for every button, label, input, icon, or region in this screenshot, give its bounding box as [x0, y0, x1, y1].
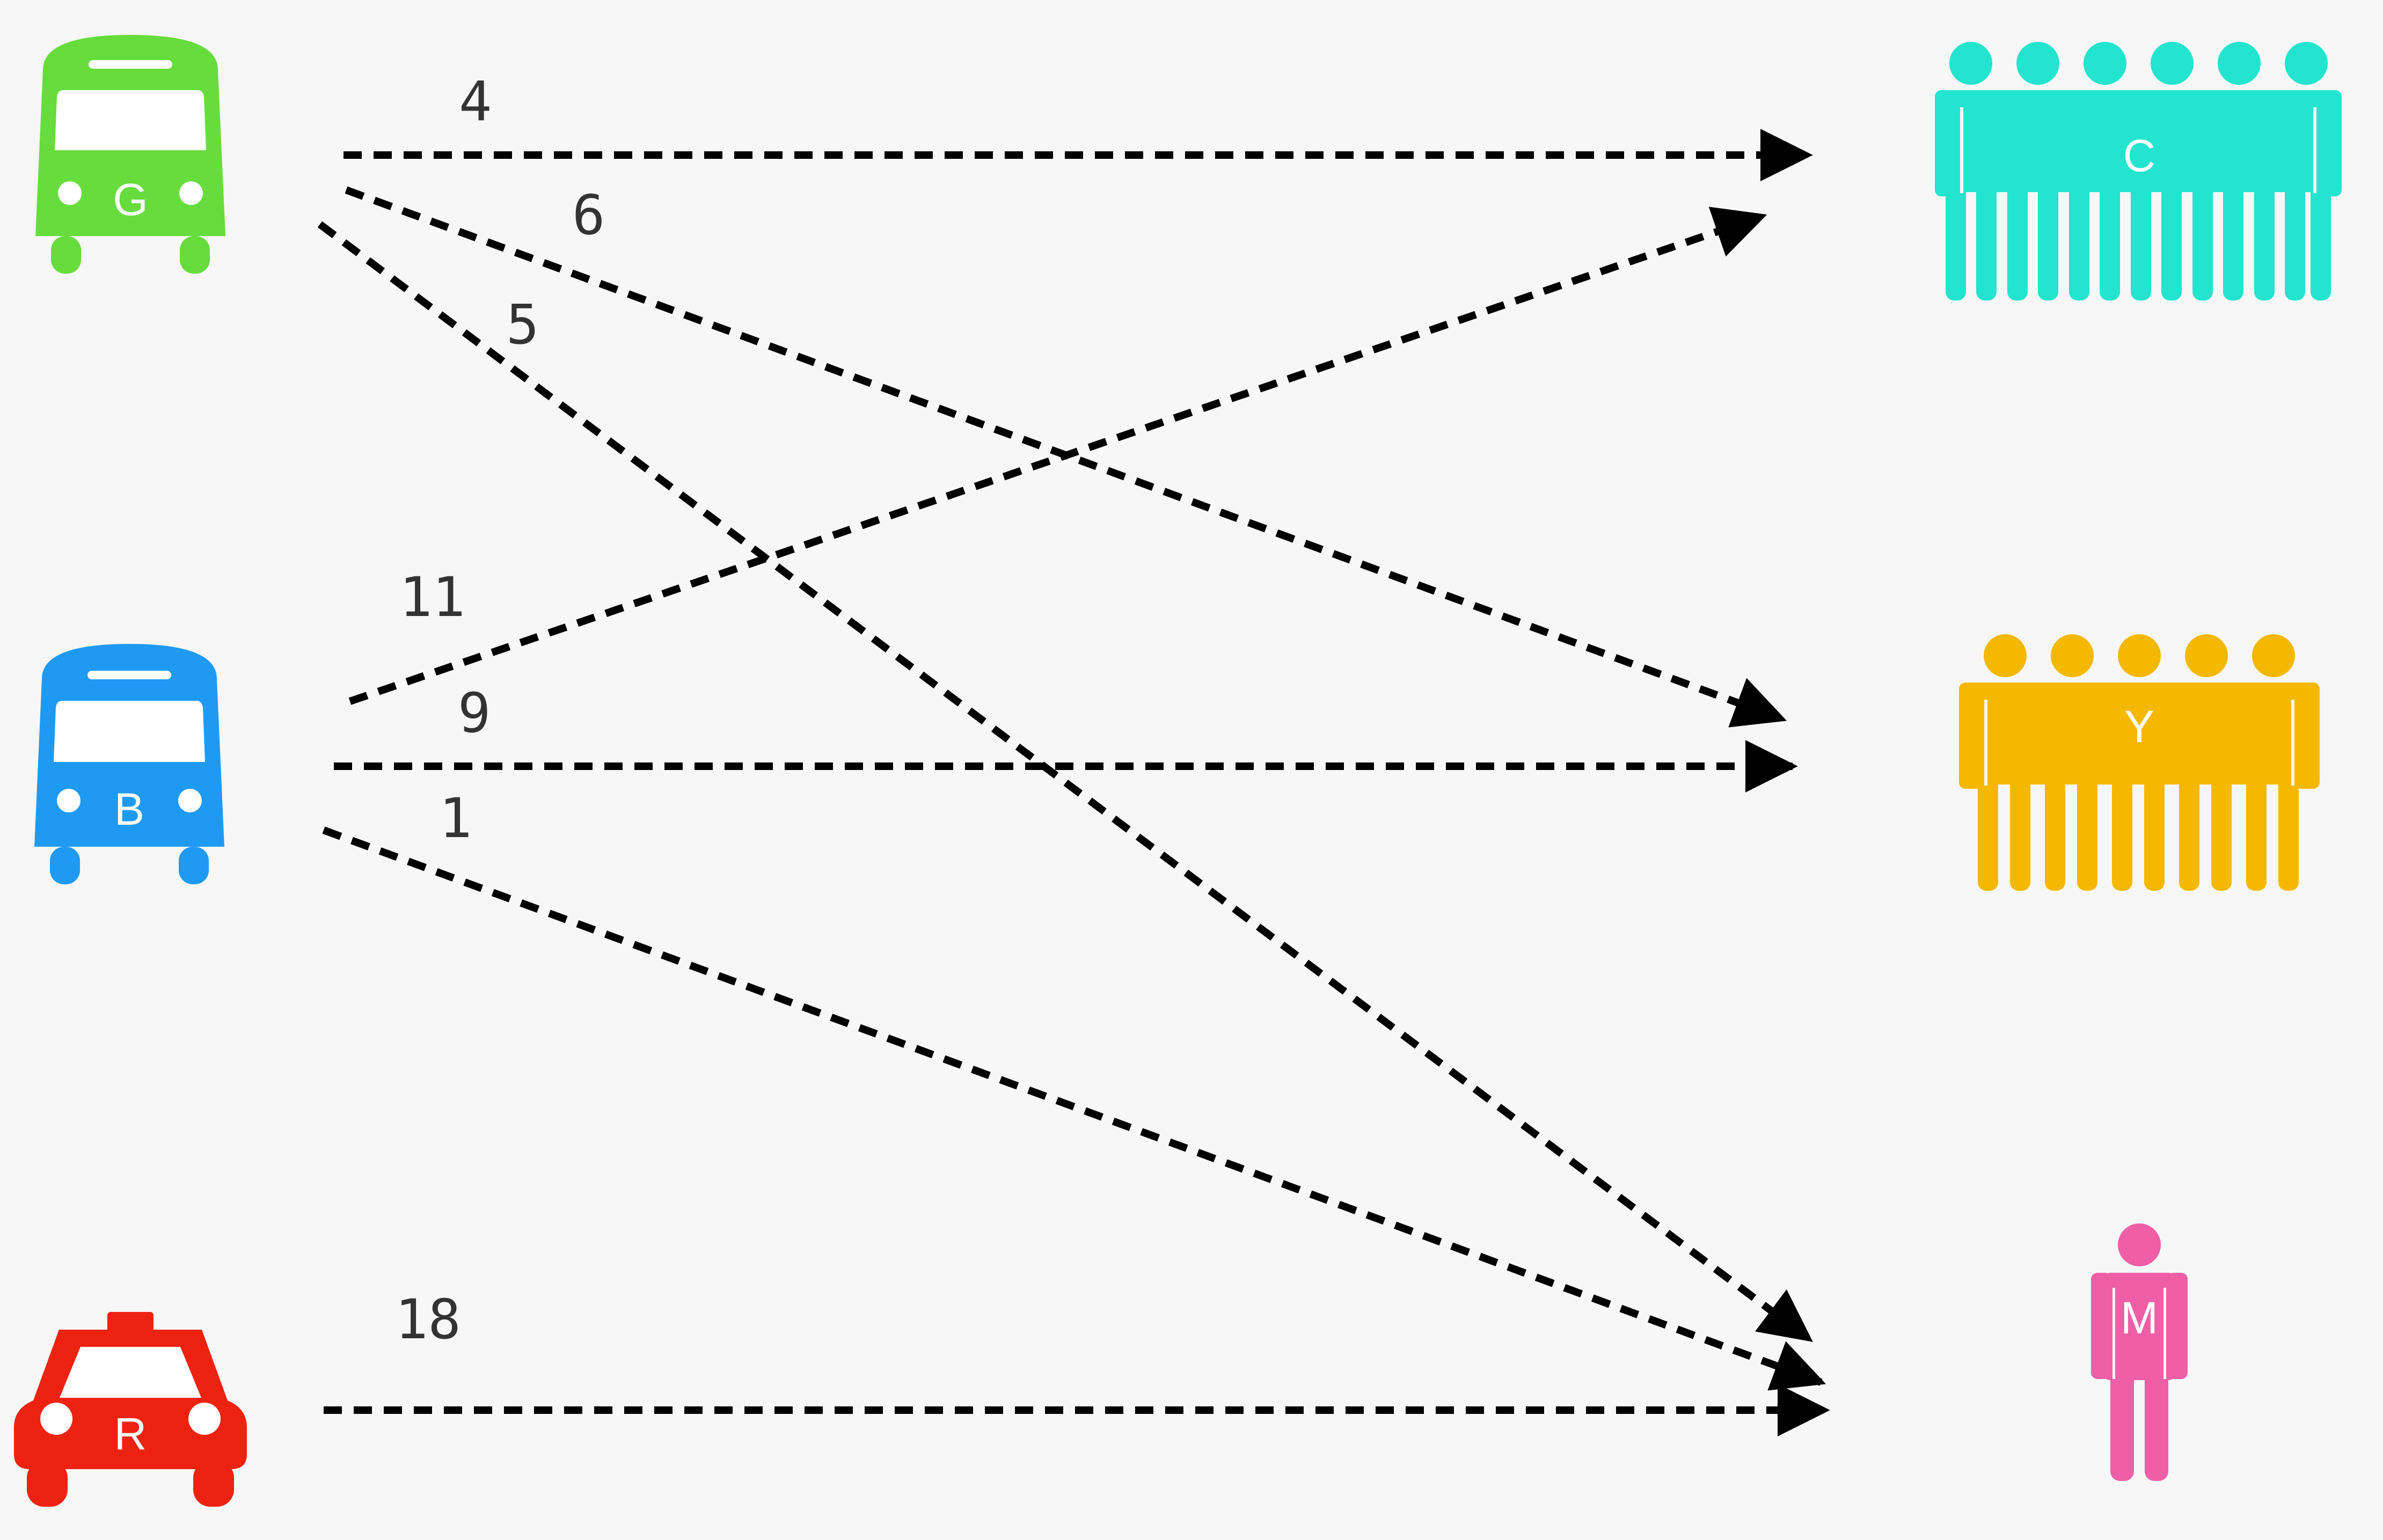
- source-label-r: R: [114, 1409, 147, 1459]
- target-node-y: Y: [1959, 634, 2320, 891]
- person-icon: [2091, 1223, 2188, 1481]
- source-node-r: R: [14, 1312, 247, 1507]
- edge-arrow-b-to-c: [348, 207, 1767, 705]
- edge-arrow-b-to-m: [322, 826, 1826, 1391]
- source-label-b: B: [114, 784, 144, 834]
- people-group-icon: [1959, 634, 2320, 891]
- bus-icon: [34, 644, 224, 884]
- target-label-y: Y: [2124, 701, 2154, 752]
- edge-label-g-to-c: 4: [459, 70, 492, 134]
- target-node-c: C: [1935, 42, 2342, 300]
- edges: 4 6 5 11 9 1 18: [317, 70, 1830, 1436]
- target-label-m: M: [2121, 1293, 2158, 1343]
- people-group-icon: [1935, 42, 2342, 300]
- source-label-g: G: [113, 174, 148, 225]
- source-node-b: B: [34, 644, 224, 884]
- taxi-icon: [14, 1312, 247, 1507]
- edge-arrow-g-to-m: [317, 221, 1813, 1342]
- edge-label-g-to-y: 6: [572, 184, 605, 247]
- bus-icon: [35, 35, 225, 274]
- edge-label-b-to-m: 1: [439, 787, 472, 850]
- edge-label-b-to-c: 11: [399, 566, 465, 629]
- edge-label-b-to-y: 9: [458, 681, 491, 745]
- target-node-m: M: [2091, 1223, 2188, 1481]
- target-label-c: C: [2123, 130, 2156, 181]
- edge-label-r-to-m: 18: [395, 1288, 461, 1352]
- source-node-g: G: [35, 35, 225, 274]
- edge-label-g-to-m: 5: [506, 293, 539, 357]
